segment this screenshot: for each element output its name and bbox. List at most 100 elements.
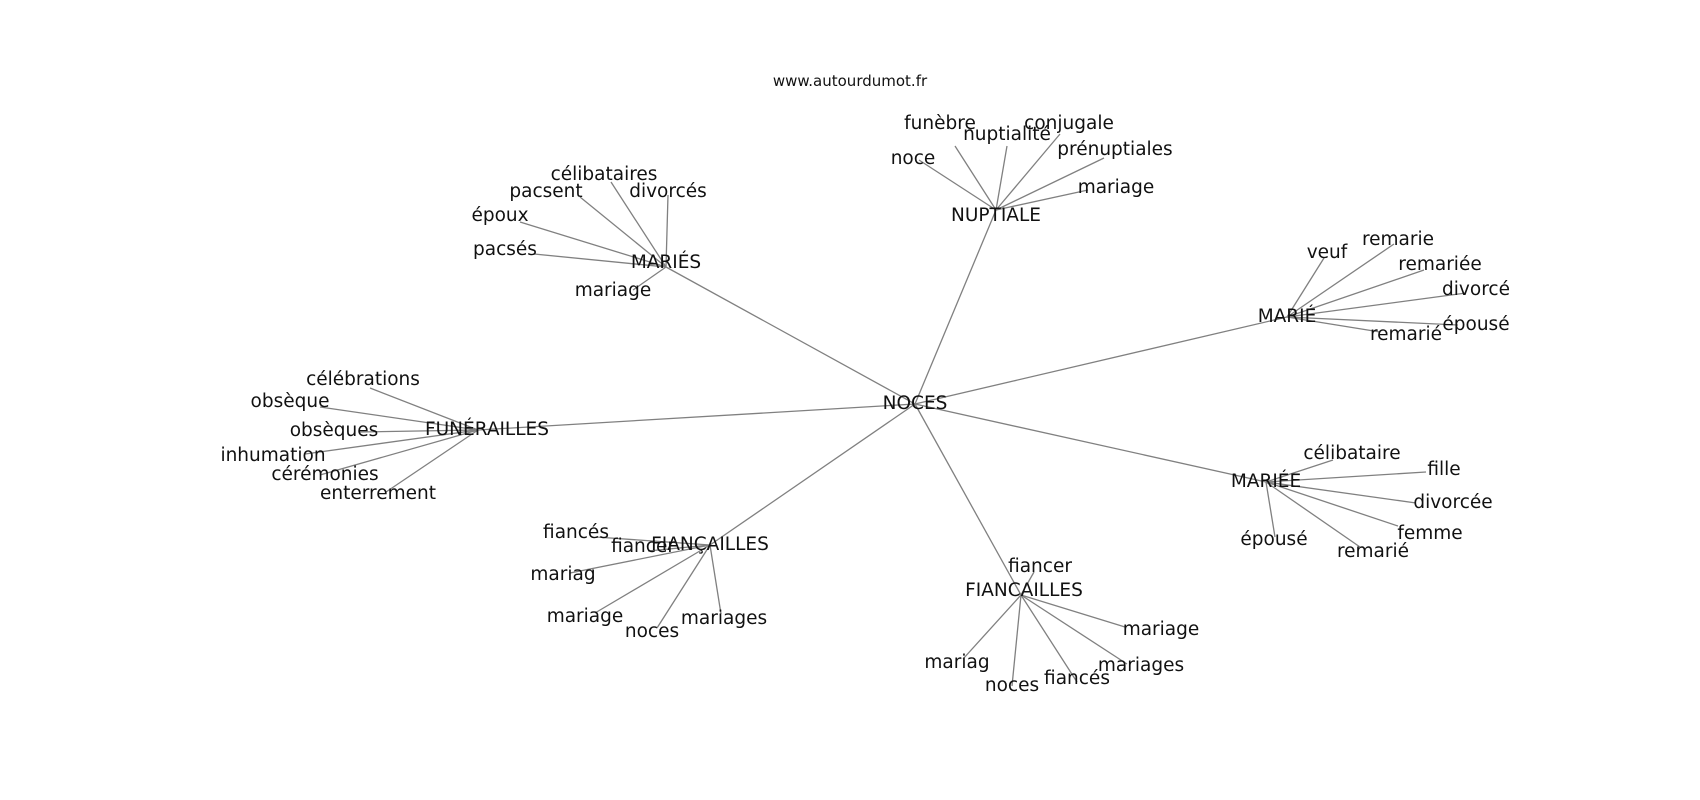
- hub-leaf-edge: [1286, 292, 1467, 318]
- leaf-node-label: pacsés: [473, 239, 537, 260]
- root-hub-edge: [709, 403, 916, 546]
- hub-leaf-edge: [995, 157, 1105, 211]
- hub-leaf-edge: [995, 189, 1089, 211]
- hub-leaf-edge: [1265, 481, 1399, 527]
- leaf-node-label: remariée: [1398, 254, 1481, 275]
- hub-leaf-edge: [995, 145, 1008, 211]
- hub-leaf-edge: [385, 429, 479, 493]
- hub-leaf-edge: [647, 544, 711, 552]
- hub-leaf-edge: [579, 196, 667, 268]
- hub-leaf-edge: [1286, 316, 1381, 333]
- leaf-node-label: fiancés: [1044, 668, 1110, 689]
- hub-leaf-edge: [369, 387, 479, 431]
- hub-leaf-edge: [962, 594, 1022, 660]
- hub-leaf-edge: [1265, 481, 1276, 538]
- leaf-node-label: divorcée: [1413, 492, 1492, 513]
- leaf-node-label: enterrement: [320, 483, 436, 504]
- leaf-node-label: mariage: [1123, 619, 1200, 640]
- hub-leaf-edge: [1265, 459, 1334, 483]
- leaf-node-label: mariage: [547, 606, 624, 627]
- hub-leaf-edge: [1265, 481, 1417, 504]
- leaf-node-label: épousé: [1240, 529, 1307, 550]
- hub-node-label: FIANÇAILLES: [651, 534, 769, 555]
- hub-node-label: MARIÉ: [1258, 305, 1317, 327]
- hub-leaf-edge: [1020, 594, 1126, 628]
- hub-leaf-edge: [1265, 481, 1361, 548]
- hub-leaf-edge: [1011, 594, 1022, 687]
- hub-leaf-edge: [665, 194, 669, 268]
- leaf-node-label: mariages: [1098, 655, 1184, 676]
- leaf-node-label: obsèque: [251, 391, 330, 412]
- leaf-node-label: noce: [891, 148, 936, 169]
- hub-leaf-edge: [632, 266, 667, 291]
- leaf-node-label: conjugale: [1024, 113, 1114, 134]
- hub-leaf-edge: [569, 544, 711, 574]
- hub-node-label: FUNÉRAILLES: [425, 418, 549, 440]
- leaf-node-label: funèbre: [904, 113, 976, 134]
- hub-leaf-edge: [533, 253, 667, 268]
- hub-leaf-edge: [1020, 571, 1035, 596]
- hub-leaf-edge: [1265, 471, 1427, 483]
- leaf-node-label: époux: [471, 205, 528, 226]
- leaf-node-label: noces: [985, 675, 1039, 696]
- leaf-node-label: mariage: [575, 280, 652, 301]
- leaf-node-label: mariag: [530, 564, 595, 585]
- watermark-url: www.autourdumot.fr: [772, 72, 928, 90]
- hub-leaf-edge: [304, 429, 479, 455]
- hub-leaf-edge: [319, 429, 479, 476]
- leaf-node-label: divorcés: [629, 181, 707, 202]
- hub-leaf-edge: [1020, 594, 1128, 665]
- leaf-node-label: remarie: [1362, 229, 1434, 250]
- leaf-node-label: femme: [1397, 523, 1462, 544]
- hub-node-label: MARIÉE: [1231, 470, 1301, 492]
- leaf-node-label: mariage: [1078, 177, 1155, 198]
- hub-leaf-edge: [1286, 316, 1459, 326]
- leaf-node-label: prénuptiales: [1057, 139, 1172, 160]
- hub-leaf-edge: [656, 544, 711, 629]
- root-hub-edge: [914, 403, 1022, 596]
- leaf-node-label: mariag: [924, 652, 989, 673]
- leaf-node-label: fille: [1427, 459, 1460, 480]
- leaf-node-label: cérémonies: [271, 464, 378, 485]
- root-hub-edge: [914, 209, 997, 405]
- hub-leaf-edge: [1286, 269, 1425, 318]
- leaf-node-label: veuf: [1307, 242, 1348, 263]
- hub-leaf-edge: [519, 221, 667, 268]
- leaf-node-label: fiancer: [1008, 556, 1072, 577]
- hub-leaf-edge: [1286, 257, 1325, 318]
- leaf-node-label: mariages: [681, 608, 767, 629]
- hub-leaf-edge: [1020, 594, 1078, 683]
- graph-edges: [304, 133, 1467, 687]
- root-hub-edge: [914, 403, 1267, 483]
- hub-leaf-edge: [359, 429, 479, 433]
- leaf-node-label: célébrations: [306, 369, 420, 390]
- hub-leaf-edge: [995, 133, 1061, 211]
- root-hub-edge: [477, 403, 916, 431]
- hub-leaf-edge: [610, 181, 667, 268]
- hub-leaf-edge: [709, 544, 722, 615]
- leaf-node-label: fiancés: [543, 522, 609, 543]
- leaf-node-label: remarié: [1370, 324, 1442, 345]
- leaf-node-label: pacsent: [509, 181, 582, 202]
- leaf-node-label: fiancer: [611, 536, 675, 557]
- hub-leaf-edge: [954, 145, 997, 211]
- leaf-node-label: épousé: [1442, 314, 1509, 335]
- leaf-node-label: célibataires: [551, 164, 658, 185]
- hub-node-label: NUPTIALE: [951, 205, 1041, 226]
- leaf-node-label: célibataire: [1303, 443, 1400, 464]
- leaf-node-label: inhumation: [220, 445, 325, 466]
- root-node-label: NOCES: [883, 393, 948, 414]
- hub-leaf-edge: [918, 159, 997, 211]
- root-hub-edge: [914, 316, 1288, 405]
- leaf-node-label: remarié: [1337, 541, 1409, 562]
- hub-node-label: FIANCAILLES: [965, 580, 1083, 601]
- hub-leaf-edge: [594, 544, 711, 614]
- hub-leaf-edge: [1286, 243, 1395, 318]
- hub-leaf-edge: [319, 406, 479, 431]
- leaf-node-label: nuptialité: [963, 124, 1051, 145]
- hub-node-label: MARIÉS: [631, 251, 701, 273]
- leaf-node-label: divorcé: [1442, 279, 1510, 300]
- leaf-node-label: obsèques: [290, 420, 379, 441]
